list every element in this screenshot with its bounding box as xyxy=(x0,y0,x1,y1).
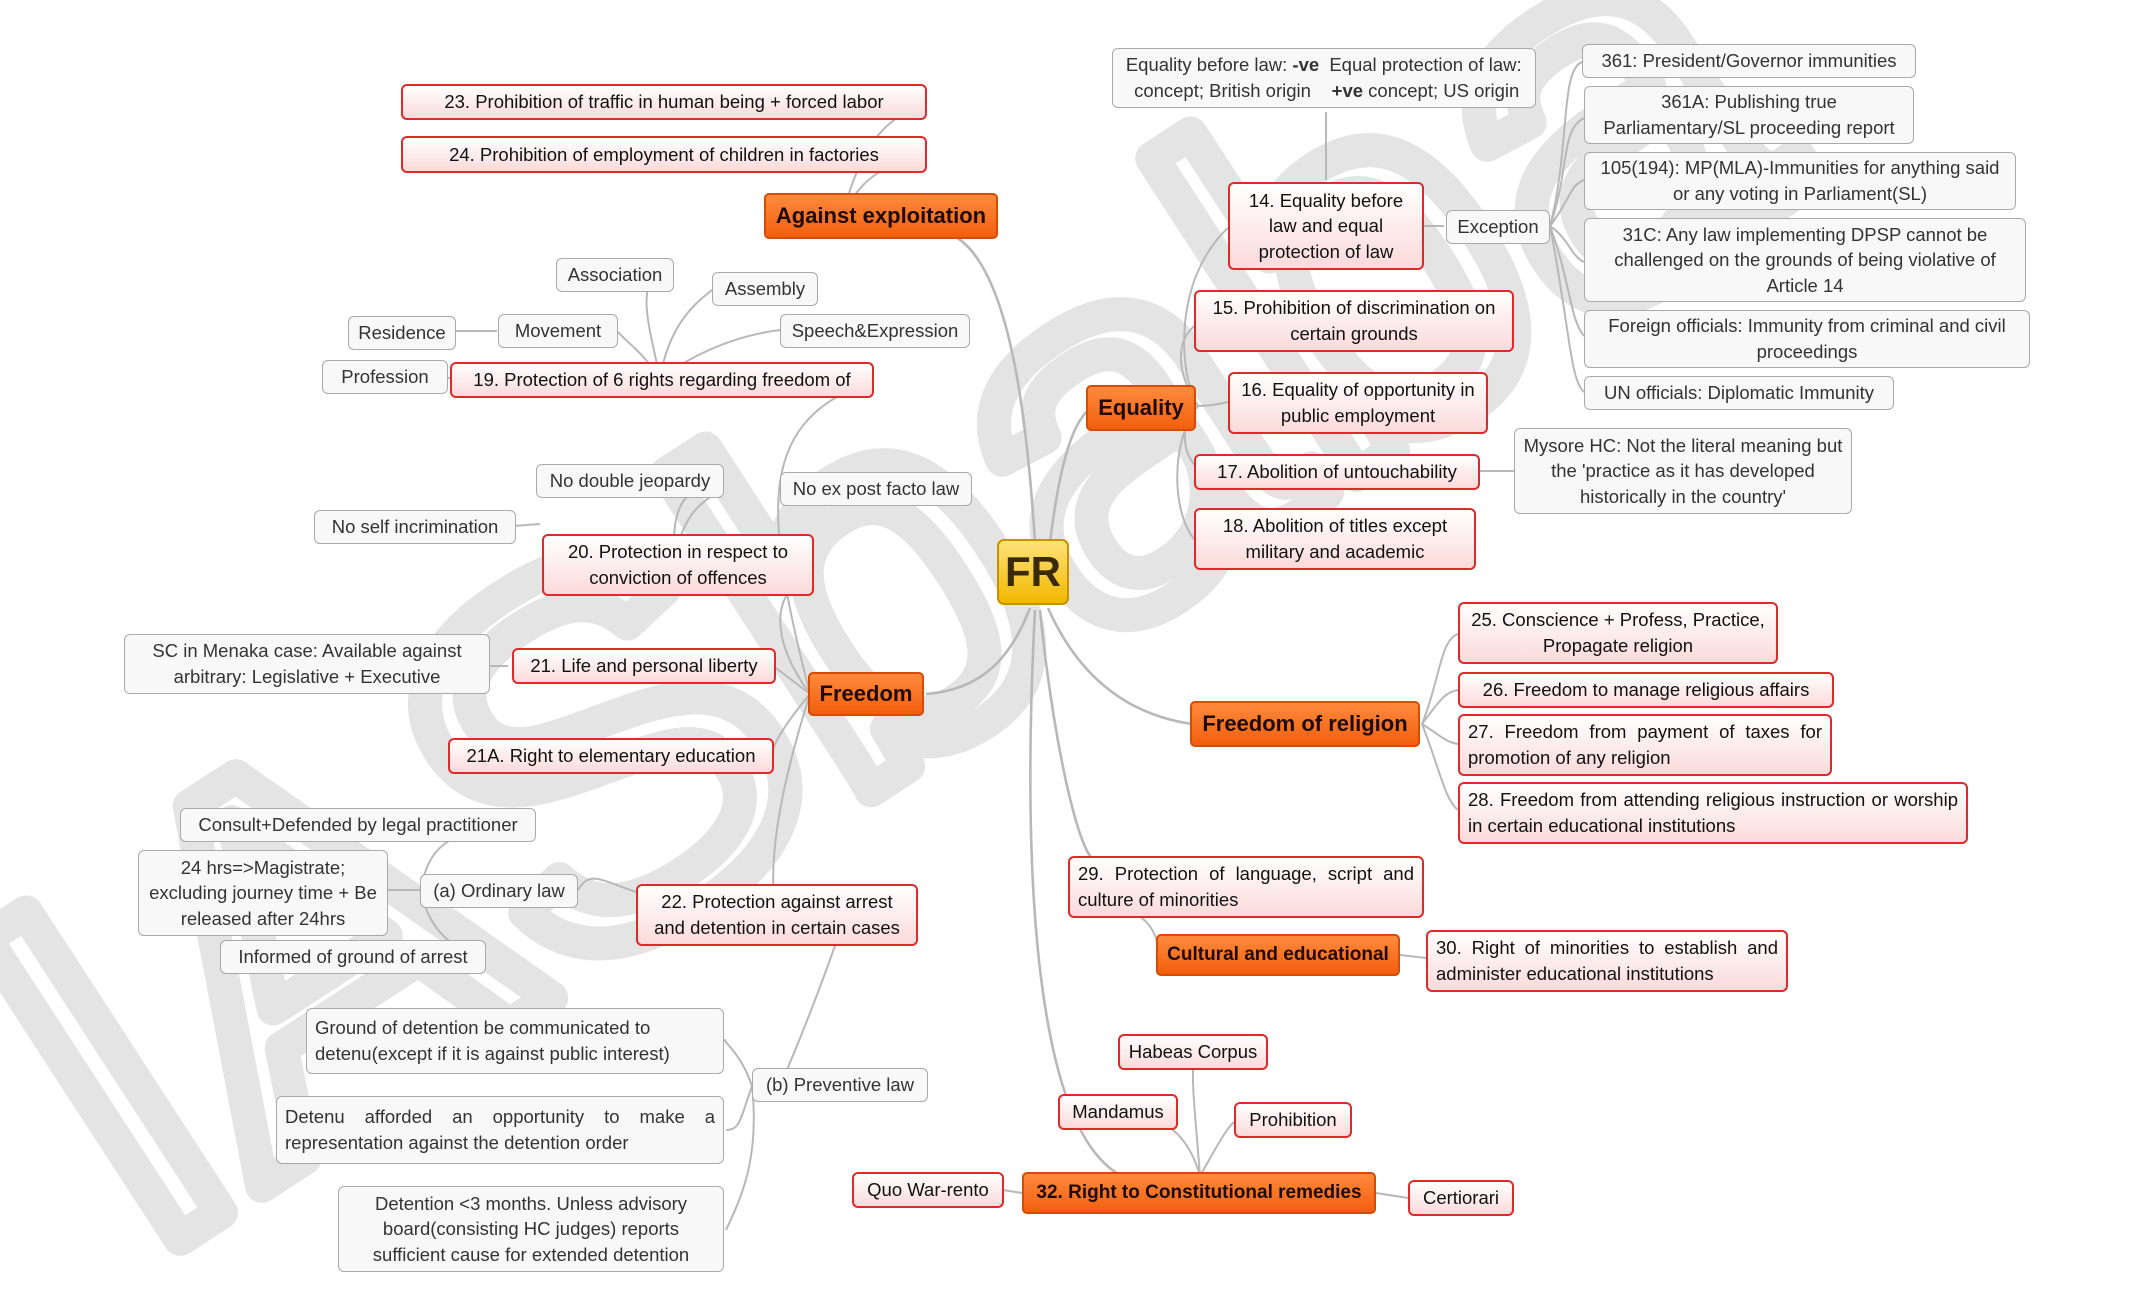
article-18[interactable]: 18. Abolition of titles except military … xyxy=(1194,508,1476,570)
exception-un-officials: UN officials: Diplomatic Immunity xyxy=(1584,376,1894,410)
article-17[interactable]: 17. Abolition of untouchability xyxy=(1194,454,1480,490)
writ-quo-warranto[interactable]: Quo War-rento xyxy=(852,1172,1004,1208)
branch-constitutional-remedies[interactable]: 32. Right to Constitutional remedies xyxy=(1022,1172,1376,1214)
freedom-assembly: Assembly xyxy=(712,272,818,306)
no-double-jeopardy: No double jeopardy xyxy=(536,464,724,498)
article-21a[interactable]: 21A. Right to elementary education xyxy=(448,738,774,774)
exception-361: 361: President/Governor immunities xyxy=(1582,44,1916,78)
ordinary-law[interactable]: (a) Ordinary law xyxy=(420,874,578,908)
article-21[interactable]: 21. Life and personal liberty xyxy=(512,648,776,684)
preventive-ground-communicated: Ground of detention be communicated to d… xyxy=(306,1008,724,1074)
magistrate-24-hours: 24 hrs=>Magistrate; excluding journey ti… xyxy=(138,850,388,936)
article-17-note: Mysore HC: Not the literal meaning but t… xyxy=(1514,428,1852,514)
branch-cultural-educational[interactable]: Cultural and educational xyxy=(1156,934,1400,976)
menaka-case-note: SC in Menaka case: Available against arb… xyxy=(124,634,490,694)
equality-note-line-1: Equality before law: -ve concept; Britis… xyxy=(1125,54,1320,101)
exception-node[interactable]: Exception xyxy=(1446,210,1550,244)
article-22[interactable]: 22. Protection against arrest and detent… xyxy=(636,884,918,946)
freedom-association: Association xyxy=(556,258,674,292)
article-20[interactable]: 20. Protection in respect to conviction … xyxy=(542,534,814,596)
article-15[interactable]: 15. Prohibition of discrimination on cer… xyxy=(1194,290,1514,352)
article-28[interactable]: 28. Freedom from attending religious ins… xyxy=(1458,782,1968,844)
writ-certiorari[interactable]: Certiorari xyxy=(1408,1180,1514,1216)
exception-361a: 361A: Publishing true Parliamentary/SL p… xyxy=(1584,86,1914,144)
article-29[interactable]: 29. Protection of language, script and c… xyxy=(1068,856,1424,918)
article-23[interactable]: 23. Prohibition of traffic in human bein… xyxy=(401,84,927,120)
center-node[interactable]: FR xyxy=(997,539,1069,605)
exception-foreign-officials: Foreign officials: Immunity from crimina… xyxy=(1584,310,2030,368)
article-26[interactable]: 26. Freedom to manage religious affairs xyxy=(1458,672,1834,708)
preventive-representation: Detenu afforded an opportunity to make a… xyxy=(276,1096,724,1164)
exception-105: 105(194): MP(MLA)-Immunities for anythin… xyxy=(1584,152,2016,210)
article-30[interactable]: 30. Right of minorities to establish and… xyxy=(1426,930,1788,992)
no-self-incrimination: No self incrimination xyxy=(314,510,516,544)
consult-legal-practitioner: Consult+Defended by legal practitioner xyxy=(180,808,536,842)
branch-against-exploitation[interactable]: Against exploitation xyxy=(764,193,998,239)
article-16[interactable]: 16. Equality of opportunity in public em… xyxy=(1228,372,1488,434)
branch-freedom-of-religion[interactable]: Freedom of religion xyxy=(1190,701,1420,747)
link-center-freedom xyxy=(925,607,1032,696)
freedom-residence: Residence xyxy=(348,316,456,350)
freedom-profession: Profession xyxy=(322,360,448,394)
article-27[interactable]: 27. Freedom from payment of taxes for pr… xyxy=(1458,714,1832,776)
preventive-law[interactable]: (b) Preventive law xyxy=(752,1068,928,1102)
equality-note-line-2: Equal protection of law: +ve concept; US… xyxy=(1329,54,1522,101)
article-19[interactable]: 19. Protection of 6 rights regarding fre… xyxy=(450,362,874,398)
article-14[interactable]: 14. Equality before law and equal protec… xyxy=(1228,182,1424,270)
article-25[interactable]: 25. Conscience + Profess, Practice, Prop… xyxy=(1458,602,1778,664)
branch-freedom[interactable]: Freedom xyxy=(808,672,924,716)
informed-ground-of-arrest: Informed of ground of arrest xyxy=(220,940,486,974)
writ-mandamus[interactable]: Mandamus xyxy=(1058,1094,1178,1130)
link-center-religion xyxy=(1046,607,1193,726)
article-24[interactable]: 24. Prohibition of employment of childre… xyxy=(401,136,927,173)
no-ex-post-facto-law: No ex post facto law xyxy=(780,472,972,506)
link-center-remedies xyxy=(1029,609,1121,1177)
freedom-movement: Movement xyxy=(498,314,618,348)
writ-prohibition[interactable]: Prohibition xyxy=(1234,1102,1352,1138)
equality-origin-note: Equality before law: -ve concept; Britis… xyxy=(1112,48,1536,108)
preventive-detention-three-months: Detention <3 months. Unless advisory boa… xyxy=(338,1186,724,1272)
branch-equality[interactable]: Equality xyxy=(1086,385,1196,431)
link-center-exploitation xyxy=(949,232,1040,599)
freedom-speech-expression: Speech&Expression xyxy=(780,314,970,348)
writ-habeas-corpus[interactable]: Habeas Corpus xyxy=(1118,1034,1268,1070)
exception-31c: 31C: Any law implementing DPSP cannot be… xyxy=(1584,218,2026,302)
